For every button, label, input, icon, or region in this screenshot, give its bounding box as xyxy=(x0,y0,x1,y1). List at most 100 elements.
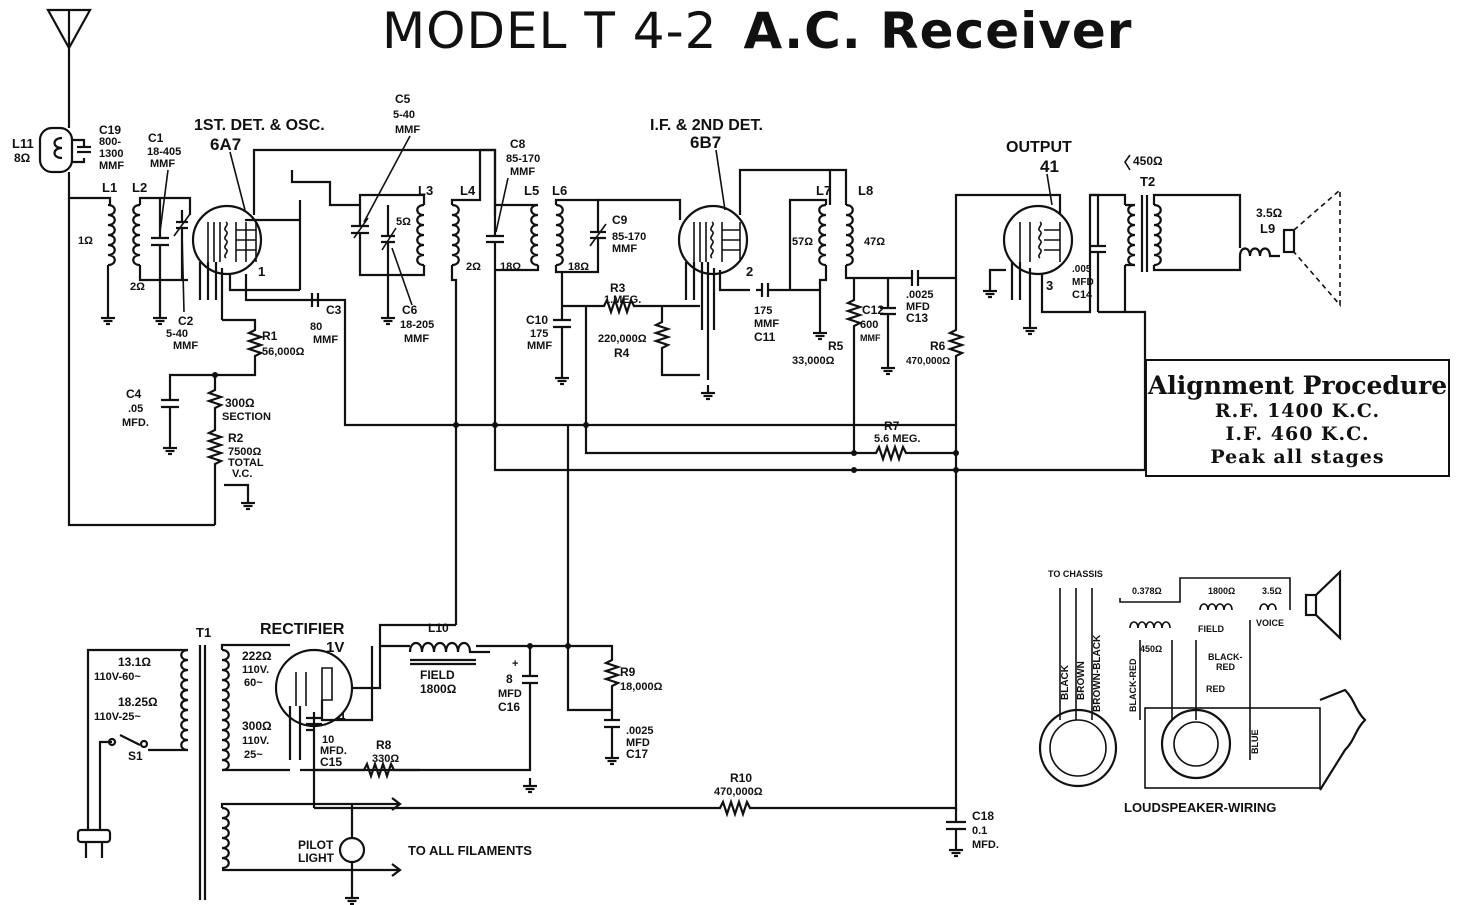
t2-secondary-coil xyxy=(1152,203,1162,267)
if-det-type: 6B7 xyxy=(690,133,721,152)
tube-6a7 xyxy=(191,204,330,320)
ground-icon xyxy=(161,438,179,456)
t1-primary-coil-2 xyxy=(180,688,190,752)
field-coil-label: FIELD xyxy=(1198,624,1224,634)
l9-label: L9 xyxy=(1260,221,1275,236)
l4-label: L4 xyxy=(460,183,476,198)
l11-value: 8Ω xyxy=(14,151,31,165)
r7-value: 5.6 MEG. xyxy=(874,433,920,445)
c19-value-2: 1300 xyxy=(99,148,123,160)
l9-value: 3.5Ω xyxy=(1256,206,1283,220)
t1-c-ohm: 222Ω xyxy=(242,649,272,663)
l6-value: 18Ω xyxy=(568,261,589,273)
t2-label: T2 xyxy=(1140,174,1155,189)
c13-value-2: MFD xyxy=(906,301,930,313)
l5-value: 18Ω xyxy=(500,261,521,273)
l7-label: L7 xyxy=(816,183,831,198)
plug-icon xyxy=(76,828,112,858)
c2-value-2: MMF xyxy=(173,340,198,352)
c16-plus: + xyxy=(512,658,518,670)
t1-filament-coil xyxy=(220,806,230,870)
rectifier-title: RECTIFIER xyxy=(260,621,345,638)
c11-value-1: 175 xyxy=(754,305,772,317)
c9-value-1: 85-170 xyxy=(612,231,646,243)
c1-value-2: MMF xyxy=(150,158,175,170)
c5-value-1: 5-40 xyxy=(393,109,415,121)
r2-section-2: SECTION xyxy=(222,411,271,423)
c6-value-2: MMF xyxy=(404,333,429,345)
t1-b-ohm: 18.25Ω xyxy=(118,695,158,709)
l10-label: L10 xyxy=(428,621,449,635)
l10-value: 1800Ω xyxy=(420,682,457,696)
t1-a-ohm: 13.1Ω xyxy=(118,655,151,669)
alignment-if: I.F. 460 K.C. xyxy=(1225,423,1370,445)
output-title: OUTPUT xyxy=(1006,139,1072,156)
c16-label: C16 xyxy=(498,700,520,714)
c15-value-2: MFD. xyxy=(320,745,347,757)
c19-label: C19 xyxy=(99,123,121,137)
l10-field: FIELD xyxy=(420,668,455,682)
if-det-title: I.F. & 2ND DET. xyxy=(650,117,763,134)
antenna-icon xyxy=(46,8,92,51)
t1-d-volt: 110V. xyxy=(242,735,269,747)
c15-label: C15 xyxy=(320,755,342,769)
c15-value-1: 10 xyxy=(322,734,334,746)
t1-d-freq: 25~ xyxy=(244,749,263,761)
det-osc-title: 1ST. DET. & OSC. xyxy=(194,117,325,134)
r1-label: R1 xyxy=(262,329,278,343)
ground-icon xyxy=(603,748,621,766)
r4-label: R4 xyxy=(614,346,630,360)
l2-coil xyxy=(132,203,142,267)
hum-coil-value: 0.378Ω xyxy=(1132,586,1162,596)
c8-value-2: MMF xyxy=(510,166,535,178)
brown-wire-label: BROWN xyxy=(1076,661,1087,700)
c14-value-1: .005 xyxy=(1072,264,1092,275)
tube-6b7 xyxy=(677,204,750,380)
c19-value-1: 800- xyxy=(99,136,121,148)
c11-value-2: MMF xyxy=(754,318,779,330)
tube-41 xyxy=(1002,193,1115,320)
c11-label: C11 xyxy=(754,330,776,344)
ground-icon xyxy=(239,493,257,511)
l1-coil xyxy=(106,203,116,267)
loudspeaker-wiring-title: LOUDSPEAKER-WIRING xyxy=(1124,800,1276,815)
alignment-heading: Alignment Procedure xyxy=(1147,371,1448,400)
to-chassis-label: TO CHASSIS xyxy=(1048,569,1103,579)
l8-coil xyxy=(844,203,854,267)
c2-value-1: 5-40 xyxy=(166,328,188,340)
r8-value: 330Ω xyxy=(372,753,399,765)
l3-value: 5Ω xyxy=(396,216,411,228)
c18-value-1: 0.1 xyxy=(972,825,987,837)
t2-primary-coil xyxy=(1127,203,1137,267)
c8-label: C8 xyxy=(510,137,526,151)
tube-pin-2: 2 xyxy=(746,264,753,279)
output-type: 41 xyxy=(1040,157,1059,176)
ground-icon xyxy=(947,840,965,858)
c4-label: C4 xyxy=(126,387,142,401)
r6-label: R6 xyxy=(930,339,946,353)
speaker-icon xyxy=(1282,188,1341,308)
r9-label: R9 xyxy=(620,665,636,679)
c19-value-3: MMF xyxy=(99,160,124,172)
l2-label: L2 xyxy=(132,180,147,195)
c9-label: C9 xyxy=(612,213,628,227)
c12-value: 600 xyxy=(860,319,878,331)
l1-value: 1Ω xyxy=(78,235,93,247)
tube-pin-1: 1 xyxy=(258,264,265,279)
c5-value-2: MMF xyxy=(395,124,420,136)
pilot-light-icon xyxy=(338,836,366,864)
c9-value-2: MMF xyxy=(612,243,637,255)
l7-value: 57Ω xyxy=(792,236,813,248)
ground-icon xyxy=(1021,318,1039,336)
s1-label: S1 xyxy=(128,749,143,763)
socket-left-icon xyxy=(1038,708,1118,788)
red-wire-label: RED xyxy=(1206,684,1226,694)
t1-secondary-coil xyxy=(220,648,230,712)
tube-pin-3: 3 xyxy=(1046,278,1053,293)
l6-label: L6 xyxy=(552,183,567,198)
t2-value: 450Ω xyxy=(1133,154,1163,168)
r2-value-3: V.C. xyxy=(232,468,252,480)
l1-label: L1 xyxy=(102,180,117,195)
r5-value: 33,000Ω xyxy=(792,355,835,367)
